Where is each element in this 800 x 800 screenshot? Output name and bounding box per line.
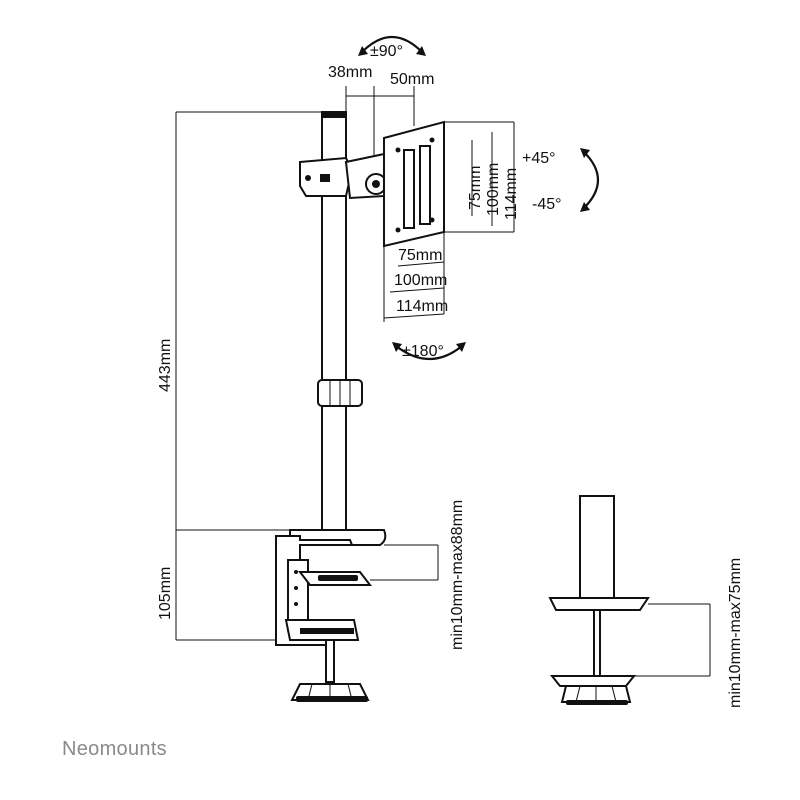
brand-logo: Neomounts <box>62 738 167 760</box>
label-vesa-h-100: 100mm <box>394 272 447 289</box>
monitor-head <box>299 120 445 248</box>
label-vesa-h-75: 75mm <box>398 247 442 264</box>
label-vesa-v-114: 114mm <box>503 168 520 220</box>
label-clamp-height: 105mm <box>157 567 174 620</box>
main-mount <box>275 111 387 702</box>
grommet-mount <box>548 495 711 705</box>
label-rotation: ±180° <box>402 343 444 360</box>
label-tilt-down: -45° <box>532 196 562 213</box>
label-offset-right: 50mm <box>390 71 434 88</box>
label-clamp-range: min10mm-max88mm <box>449 500 466 650</box>
grommet-rod <box>593 609 601 677</box>
grommet-pole <box>579 495 615 599</box>
grommet-base <box>548 597 650 611</box>
label-tilt-top: ±90° <box>370 43 403 60</box>
dimension-lines <box>175 36 599 641</box>
label-vesa-v-75: 75mm <box>467 166 484 210</box>
label-offset-left: 38mm <box>328 64 372 81</box>
clamp-screw <box>325 639 335 683</box>
pole-cap <box>322 112 346 118</box>
label-pole-height: 443mm <box>157 339 174 392</box>
label-grommet-range: min10mm-max75mm <box>727 558 744 708</box>
upper-pole <box>321 111 347 381</box>
label-vesa-h-114: 114mm <box>396 298 448 315</box>
lower-pole <box>321 405 347 537</box>
label-tilt-up: +45° <box>522 150 556 167</box>
label-vesa-v-100: 100mm <box>485 163 502 216</box>
